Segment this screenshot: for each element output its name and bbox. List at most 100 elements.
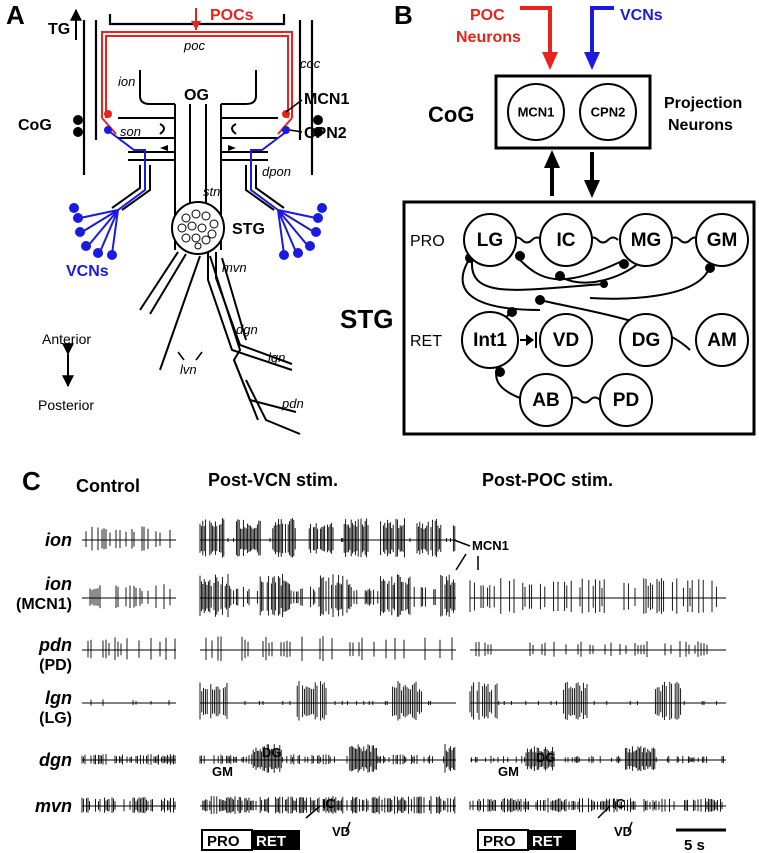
node-gm-label: GM bbox=[707, 230, 738, 251]
node-ab-label: AB bbox=[532, 390, 559, 411]
phase-pro-1: PRO bbox=[207, 833, 240, 850]
phase-pro-2: PRO bbox=[483, 833, 516, 850]
stg-synapses bbox=[465, 251, 715, 377]
row-lgn-label: lgn bbox=[45, 688, 72, 708]
pocs-label: POCs bbox=[210, 7, 254, 24]
vcn-endings bbox=[69, 203, 327, 260]
node-dg bbox=[619, 313, 673, 367]
trace-r2-c2 bbox=[470, 641, 726, 658]
dpon-label: dpon bbox=[262, 164, 291, 179]
phase-bar-vcn: PRO RET bbox=[201, 829, 300, 851]
node-vd-label: VD bbox=[553, 330, 579, 351]
trace-r1-c1 bbox=[199, 574, 456, 618]
pro-label: PRO bbox=[410, 233, 445, 250]
phase-ret-1: RET bbox=[256, 833, 286, 850]
row-ion-mcn1-label: ion bbox=[45, 574, 72, 594]
node-am-label: AM bbox=[707, 330, 737, 351]
row-ion-label: ion bbox=[45, 530, 72, 550]
vcns-label: VCNs bbox=[66, 263, 109, 280]
cog-label: CoG bbox=[18, 117, 52, 134]
node-mg-label: MG bbox=[631, 230, 662, 251]
mcn1-node-label: MCN1 bbox=[518, 104, 555, 119]
trace-r4-c1 bbox=[199, 744, 456, 773]
trace-r3-c0 bbox=[82, 699, 176, 706]
trace-r5-c2 bbox=[469, 798, 726, 813]
trace-annotations: MCN1 DG GM IC VD DG GM IC VD bbox=[212, 538, 633, 839]
node-int1 bbox=[461, 311, 519, 369]
row-pdn-sub: (PD) bbox=[39, 657, 72, 674]
og-label: OG bbox=[184, 87, 209, 104]
ret-label: RET bbox=[410, 333, 442, 350]
traces bbox=[81, 518, 726, 814]
annot-gm-1: GM bbox=[212, 764, 233, 779]
node-am bbox=[695, 313, 749, 367]
header-control: Control bbox=[76, 476, 140, 496]
stg-label-a: STG bbox=[232, 221, 265, 238]
node-gm bbox=[695, 213, 749, 267]
trace-r4-c2 bbox=[470, 746, 726, 772]
trace-r3-c2 bbox=[469, 681, 726, 721]
panel-a: A TG POCs poc coc ion bbox=[6, 0, 349, 435]
stg-box-label: STG bbox=[340, 304, 393, 334]
scale-bar: 5 s bbox=[676, 828, 726, 853]
trace-r4-c0 bbox=[81, 754, 176, 765]
trace-r1-c0 bbox=[82, 584, 176, 610]
node-int1-label: Int1 bbox=[473, 330, 507, 351]
phase-bar-poc: PRO RET bbox=[477, 829, 576, 851]
row-lgn-sub: (LG) bbox=[39, 710, 72, 727]
lvn-nerves bbox=[139, 251, 301, 435]
ion-label: ion bbox=[118, 74, 135, 89]
projection-l1: Projection bbox=[664, 95, 742, 112]
annot-mcn1: MCN1 bbox=[472, 538, 509, 553]
poc-label: poc bbox=[183, 38, 205, 53]
annot-vd-2: VD bbox=[614, 824, 632, 839]
node-lg-label: LG bbox=[477, 230, 503, 251]
stg-connections bbox=[461, 236, 711, 404]
vcns-label-b: VCNs bbox=[620, 7, 663, 24]
annot-dg-2: DG bbox=[536, 750, 556, 765]
dpon-nerves bbox=[111, 151, 285, 211]
mvn-label: mvn bbox=[222, 260, 247, 275]
trace-r1-c2 bbox=[469, 578, 726, 614]
cpn2-node bbox=[579, 83, 637, 141]
posterior-label: Posterior bbox=[38, 397, 94, 413]
node-vd bbox=[539, 313, 593, 367]
phase-ret-2: RET bbox=[532, 833, 562, 850]
cog-box-label: CoG bbox=[428, 102, 474, 127]
annot-dg-1: DG bbox=[262, 745, 282, 760]
mcn1-node bbox=[507, 83, 565, 141]
node-pd-label: PD bbox=[613, 390, 639, 411]
trace-r5-c1 bbox=[200, 796, 456, 814]
poc-neurons-l2: Neurons bbox=[456, 29, 521, 46]
projection-l2: Neurons bbox=[668, 117, 733, 134]
header-post-vcn: Post-VCN stim. bbox=[208, 470, 338, 490]
node-ab bbox=[519, 373, 573, 427]
trace-r3-c1 bbox=[199, 681, 456, 721]
row-ion-mcn1-sub: (MCN1) bbox=[16, 596, 72, 613]
son-nerves bbox=[118, 117, 278, 139]
panel-b: B POC Neurons VCNs CoG MCN1 CPN2 Project… bbox=[340, 0, 756, 436]
row-labels: ion ion (MCN1) pdn (PD) lgn (LG) dgn mvn bbox=[16, 530, 72, 816]
node-dg-label: DG bbox=[632, 330, 661, 351]
coc-label: coc bbox=[300, 56, 321, 71]
header-post-poc: Post-POC stim. bbox=[482, 470, 613, 490]
panel-b-label: B bbox=[394, 0, 413, 30]
row-mvn-label: mvn bbox=[35, 796, 72, 816]
stg-nodes: LG IC MG GM Int1 VD DG AM AB PD bbox=[461, 213, 749, 427]
vcn-pathway bbox=[79, 131, 317, 255]
annot-gm-2: GM bbox=[498, 764, 519, 779]
trace-r0-c1 bbox=[199, 518, 456, 558]
annot-ic-1: IC bbox=[322, 796, 336, 811]
scalebar-label: 5 s bbox=[684, 837, 705, 853]
dgn-label: dgn bbox=[236, 322, 258, 337]
lvn-label: lvn bbox=[180, 362, 197, 377]
trace-r0-c0 bbox=[82, 526, 176, 551]
cpn2-label: CPN2 bbox=[304, 125, 347, 142]
poc-neurons-l1: POC bbox=[470, 7, 505, 24]
stg-somata bbox=[177, 209, 219, 250]
cpn2-node-label: CPN2 bbox=[591, 104, 626, 119]
pdn-label: pdn bbox=[281, 396, 304, 411]
trace-r5-c0 bbox=[81, 797, 176, 814]
panel-a-label: A bbox=[6, 0, 25, 30]
